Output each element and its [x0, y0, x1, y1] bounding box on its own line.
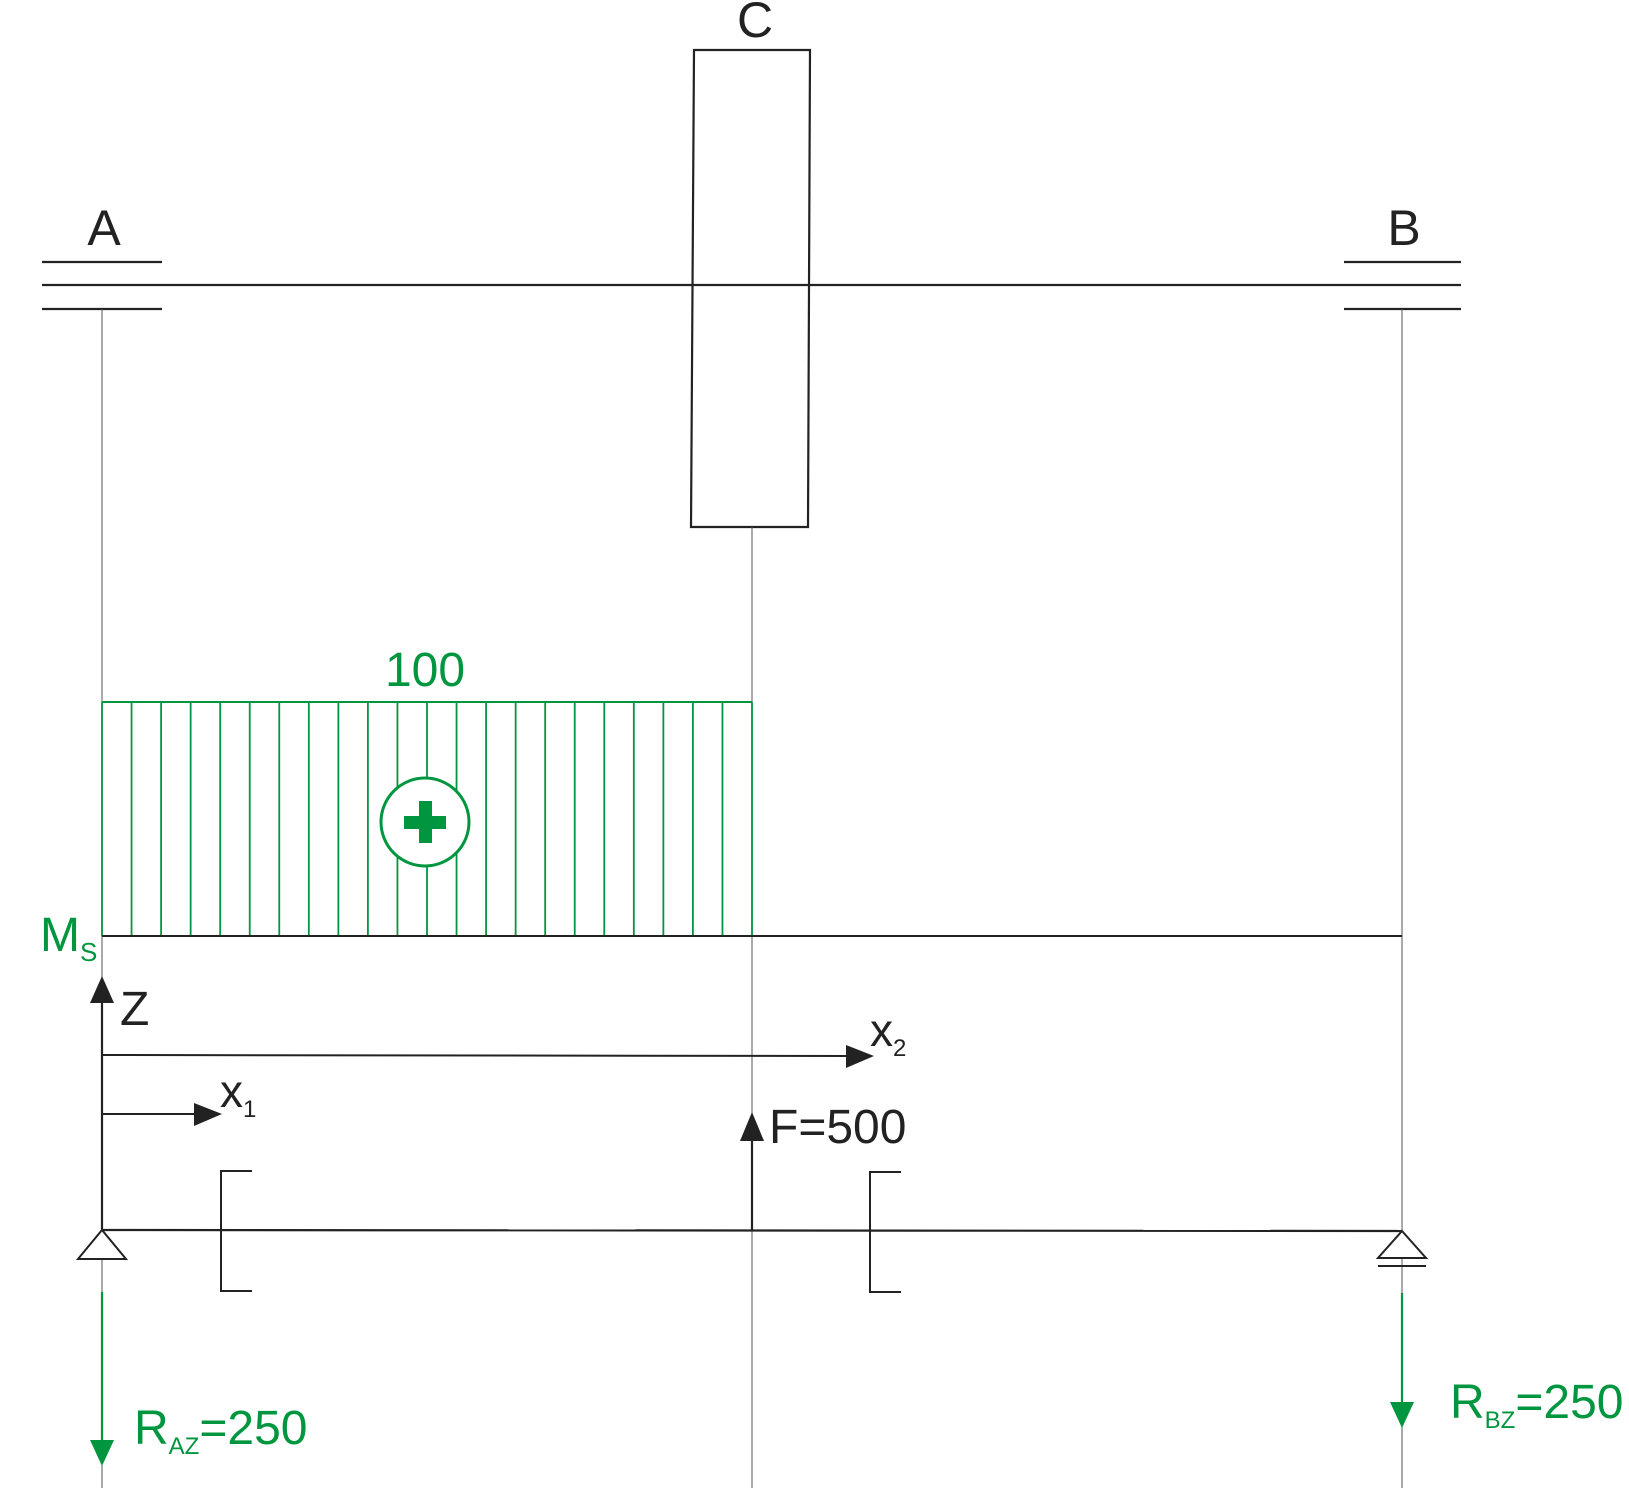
- support-a-label: A: [87, 200, 121, 256]
- gear-c-body: [689, 48, 812, 529]
- torque-symbol-label: MS: [40, 909, 97, 967]
- torque-symbol: M: [40, 909, 80, 962]
- x2-axis-label: x2: [870, 1004, 906, 1062]
- force-f-arrowhead: [740, 1112, 764, 1141]
- torque-value-label: 100: [385, 644, 465, 697]
- x2-axis-line: [101, 1054, 851, 1057]
- beam-line: [101, 1228, 1403, 1233]
- reaction-a-value: =250: [199, 1402, 307, 1455]
- x1-subscript: 1: [243, 1096, 256, 1123]
- reaction-b-symbol: R: [1450, 1376, 1485, 1429]
- reaction-b-value: =250: [1515, 1376, 1623, 1429]
- section-bracket-2: [869, 1171, 901, 1293]
- x2-symbol: x: [870, 1004, 893, 1056]
- gear-c-label: C: [737, 0, 773, 48]
- reaction-a-symbol: R: [134, 1402, 169, 1455]
- x1-axis-label: x1: [220, 1065, 256, 1123]
- load-scheme: Z x2 x1 F=500 RAZ=250: [75, 976, 1623, 1466]
- support-b-label: B: [1387, 200, 1420, 256]
- x2-axis-arrowhead: [846, 1045, 874, 1068]
- support-b-symbol: [1375, 1229, 1429, 1259]
- support-a-symbol: [75, 1228, 129, 1260]
- plus-sign-icon: [379, 776, 471, 868]
- reaction-b-arrowhead: [1390, 1402, 1414, 1428]
- reaction-b-label: RBZ=250: [1450, 1376, 1623, 1434]
- x2-subscript: 2: [893, 1035, 906, 1062]
- force-f-label: F=500: [769, 1101, 906, 1154]
- z-axis-arrowhead: [90, 976, 114, 1003]
- x1-axis-arrowhead: [194, 1103, 222, 1126]
- reaction-b-subscript: BZ: [1485, 1407, 1516, 1434]
- x1-symbol: x: [220, 1065, 243, 1117]
- torque-diagram: 100 MS: [40, 644, 1402, 967]
- section-bracket-1: [220, 1170, 252, 1292]
- shaft-assembly: [42, 48, 1461, 529]
- reaction-a-subscript: AZ: [169, 1433, 200, 1460]
- reaction-a-arrowhead: [90, 1440, 114, 1466]
- reaction-a-label: RAZ=250: [134, 1402, 307, 1460]
- torque-subscript: S: [80, 937, 97, 967]
- z-axis-label: Z: [120, 983, 149, 1036]
